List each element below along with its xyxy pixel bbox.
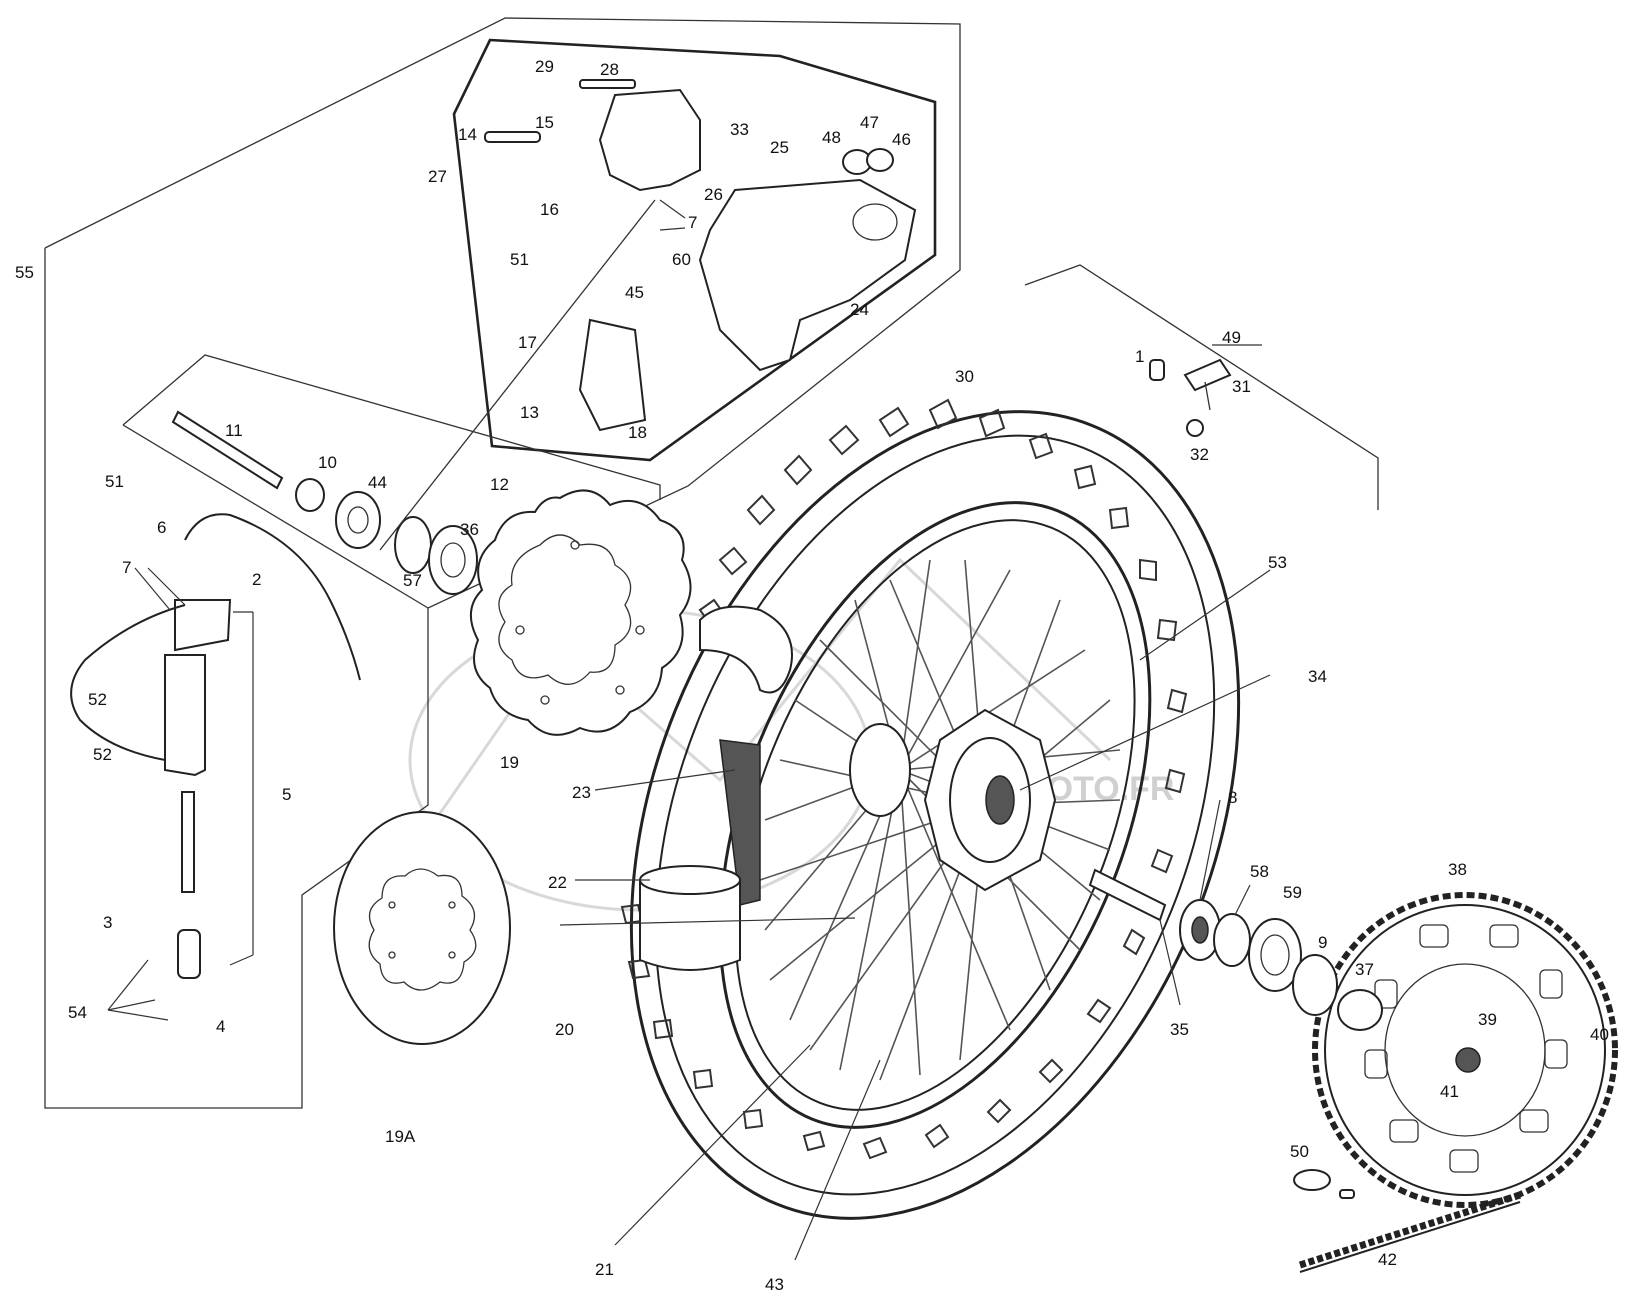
- label-3: 3: [103, 913, 112, 932]
- label-51b: 51: [105, 472, 124, 491]
- label-30: 30: [955, 367, 974, 386]
- label-47: 47: [860, 113, 879, 132]
- label-53: 53: [1268, 553, 1287, 572]
- label-18: 18: [628, 423, 647, 442]
- group-axle-outline: [122, 354, 661, 500]
- label-21: 21: [595, 1260, 614, 1279]
- drive-chain-42: [1298, 1191, 1522, 1273]
- group-axle-outline-lower: [122, 424, 429, 609]
- inner-tube-parts: [639, 605, 793, 971]
- label-9: 9: [1318, 933, 1327, 952]
- label-41: 41: [1440, 1082, 1459, 1101]
- label-24: 24: [850, 300, 869, 319]
- label-4: 4: [216, 1017, 225, 1036]
- label-12: 12: [490, 475, 509, 494]
- label-15: 15: [535, 113, 554, 132]
- group-27-outline: [452, 38, 937, 462]
- valve-parts: [1149, 358, 1232, 437]
- brake-disc-19a: [333, 811, 511, 1045]
- label-7a: 7: [122, 558, 131, 577]
- label-10: 10: [318, 453, 337, 472]
- label-27: 27: [428, 167, 447, 186]
- label-1: 1: [1135, 347, 1144, 366]
- leader-lines: [107, 199, 1271, 1261]
- label-38: 38: [1448, 860, 1467, 879]
- rear-wheel-assembly: [620, 398, 1241, 1220]
- label-6: 6: [157, 518, 166, 537]
- label-40: 40: [1590, 1025, 1609, 1044]
- label-2: 2: [252, 570, 261, 589]
- label-14: 14: [458, 125, 477, 144]
- label-51a: 51: [510, 250, 529, 269]
- label-33: 33: [730, 120, 749, 139]
- label-11: 11: [225, 421, 243, 440]
- label-59: 59: [1283, 883, 1302, 902]
- label-25: 25: [770, 138, 789, 157]
- label-36: 36: [460, 520, 479, 539]
- label-55: 55: [15, 263, 34, 282]
- label-58: 58: [1250, 862, 1269, 881]
- label-49: 49: [1222, 328, 1241, 347]
- axle-and-spacers-left: [171, 410, 478, 595]
- label-22: 22: [548, 873, 567, 892]
- label-52a: 52: [88, 690, 107, 709]
- label-29: 29: [535, 57, 554, 76]
- callout-labels: 1 2 3 4 5 6 7 7 8 9 10 11 12 13 14 15 16…: [15, 57, 1609, 1294]
- label-35: 35: [1170, 1020, 1189, 1039]
- label-23: 23: [572, 783, 591, 802]
- label-42: 42: [1378, 1250, 1397, 1269]
- label-16: 16: [540, 200, 559, 219]
- label-20: 20: [555, 1020, 574, 1039]
- label-43: 43: [765, 1275, 784, 1294]
- caliper-assembly: [379, 79, 917, 551]
- label-50: 50: [1290, 1142, 1309, 1161]
- label-34: 34: [1308, 667, 1327, 686]
- label-39: 39: [1478, 1010, 1497, 1029]
- label-32: 32: [1190, 445, 1209, 464]
- label-37: 37: [1355, 960, 1374, 979]
- label-26: 26: [704, 185, 723, 204]
- label-31: 31: [1232, 377, 1251, 396]
- brake-disc-19: [470, 489, 692, 736]
- label-44: 44: [368, 473, 387, 492]
- label-52b: 52: [93, 745, 112, 764]
- label-46: 46: [892, 130, 911, 149]
- label-45: 45: [625, 283, 644, 302]
- label-13: 13: [520, 403, 539, 422]
- hub-bearings-right: [1179, 899, 1383, 1031]
- label-60: 60: [672, 250, 691, 269]
- label-7b: 7: [688, 213, 697, 232]
- label-28: 28: [600, 60, 619, 79]
- label-48: 48: [822, 128, 841, 147]
- group-49-outline: [1024, 264, 1379, 510]
- label-5: 5: [282, 785, 291, 804]
- master-cylinder-assembly: [70, 513, 361, 979]
- label-57: 57: [403, 571, 422, 590]
- label-17: 17: [518, 333, 537, 352]
- label-19: 19: [500, 753, 519, 772]
- label-8: 8: [1228, 788, 1237, 807]
- label-19a: 19A: [385, 1127, 416, 1146]
- chain-master-link-50: [1293, 1169, 1355, 1199]
- label-54: 54: [68, 1003, 87, 1022]
- rear-sprocket-38: [1312, 892, 1618, 1208]
